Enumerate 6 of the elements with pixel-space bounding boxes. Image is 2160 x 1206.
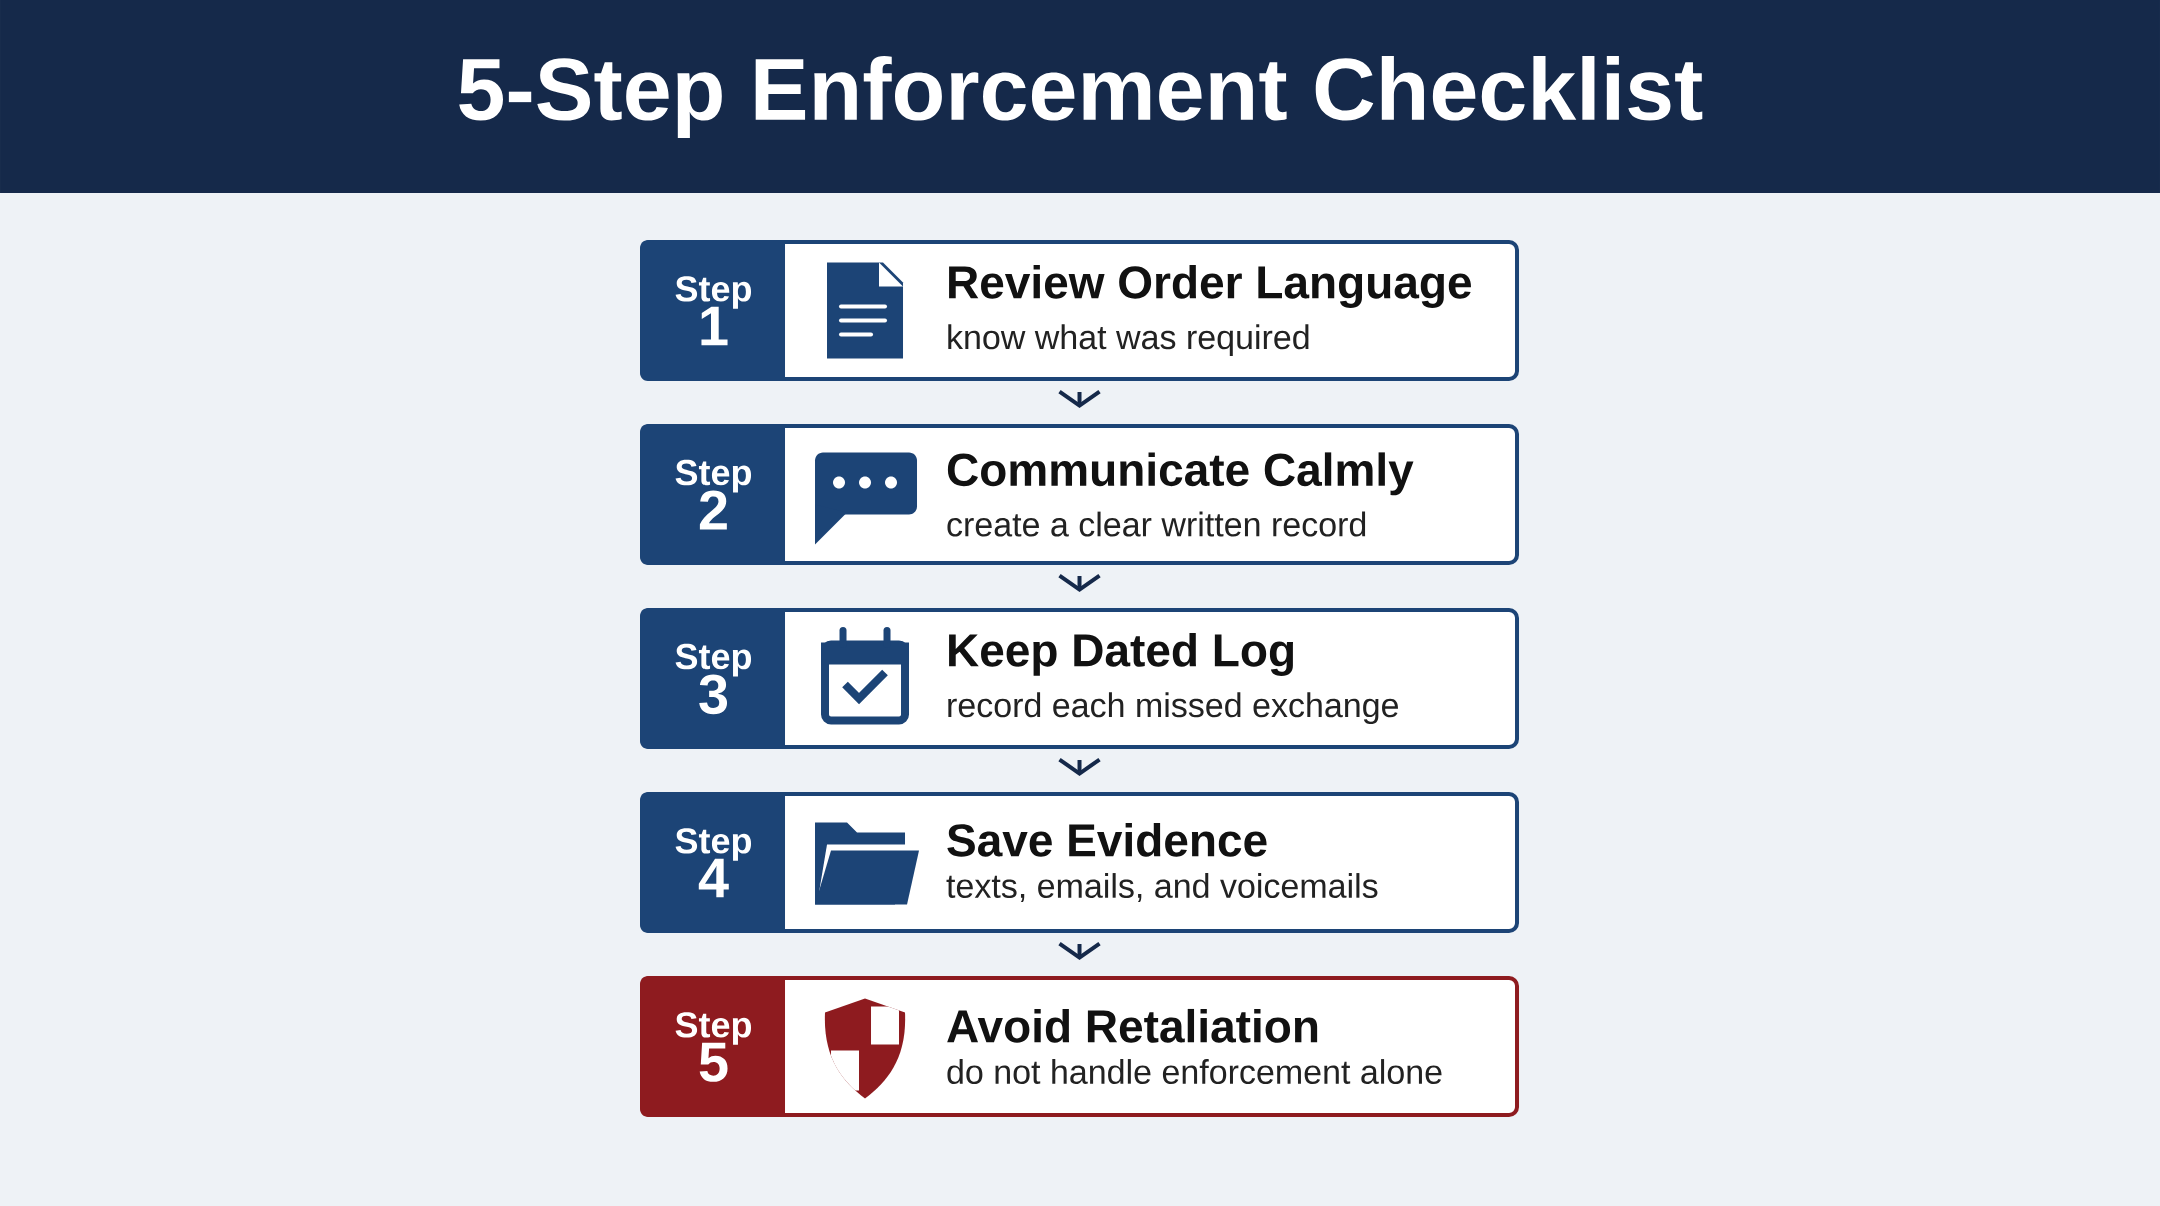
step-badge: Step 2 [640, 424, 785, 565]
step-badge: Step 3 [640, 608, 785, 749]
title: 5-Step Enforcement Checklist [459, 55, 1703, 138]
step-badge: Step 5 [640, 976, 785, 1117]
step-badge: Step 4 [640, 792, 785, 933]
step-badge: Step 1 [640, 240, 785, 381]
